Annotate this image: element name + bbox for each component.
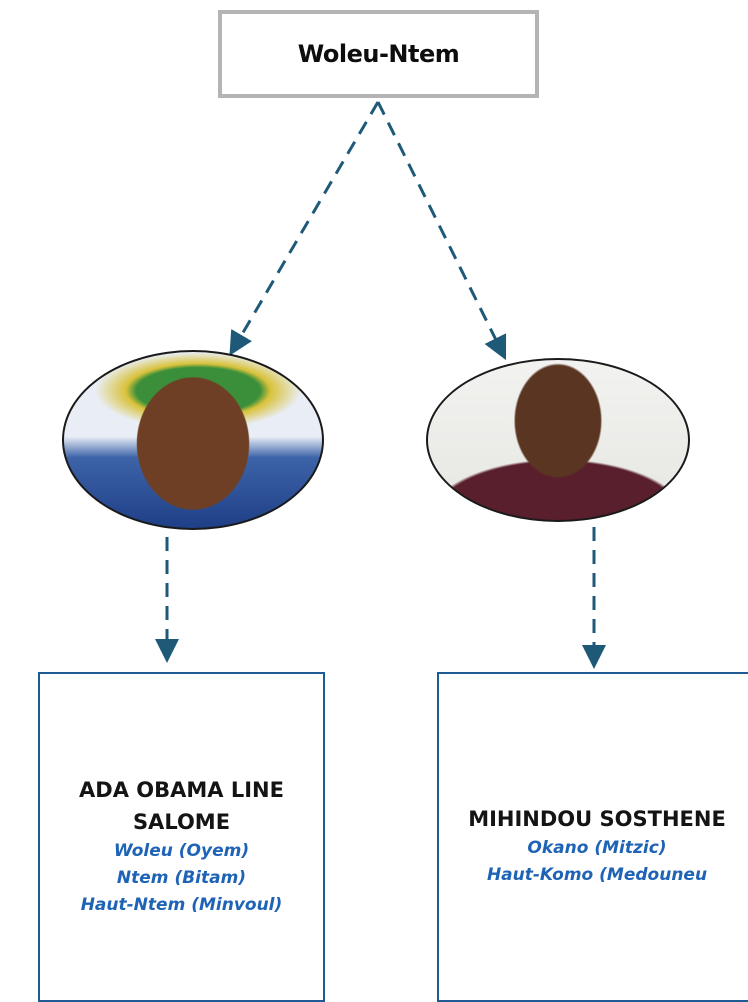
area-item: Haut-Komo (Medouneu [486,865,708,885]
person-card-right: MIHINDOU SOSTHENE Okano (Mitzic) Haut-Ko… [437,672,748,1002]
person-name: ADA OBAMA LINE SALOME [79,777,284,834]
person-card-left: ADA OBAMA LINE SALOME Woleu (Oyem) Ntem … [38,672,325,1002]
portrait-photo-right [426,358,690,522]
portrait-photo-left [62,350,324,530]
area-item: Okano (Mitzic) [527,838,667,858]
area-item: Haut-Ntem (Minvoul) [80,894,283,915]
person-card-right-content: MIHINDOU SOSTHENE Okano (Mitzic) Haut-Ko… [468,803,726,889]
area-item: Woleu (Oyem) [113,840,250,861]
person-name: MIHINDOU SOSTHENE [468,807,726,831]
region-title-box: Woleu-Ntem [218,10,539,98]
person-card-left-content: ADA OBAMA LINE SALOME Woleu (Oyem) Ntem … [62,774,302,919]
area-item: Ntem (Bitam) [116,867,247,888]
region-title: Woleu-Ntem [297,40,460,68]
arrow-to-left-photo [229,101,380,356]
arrow-to-right-photo [376,101,507,361]
